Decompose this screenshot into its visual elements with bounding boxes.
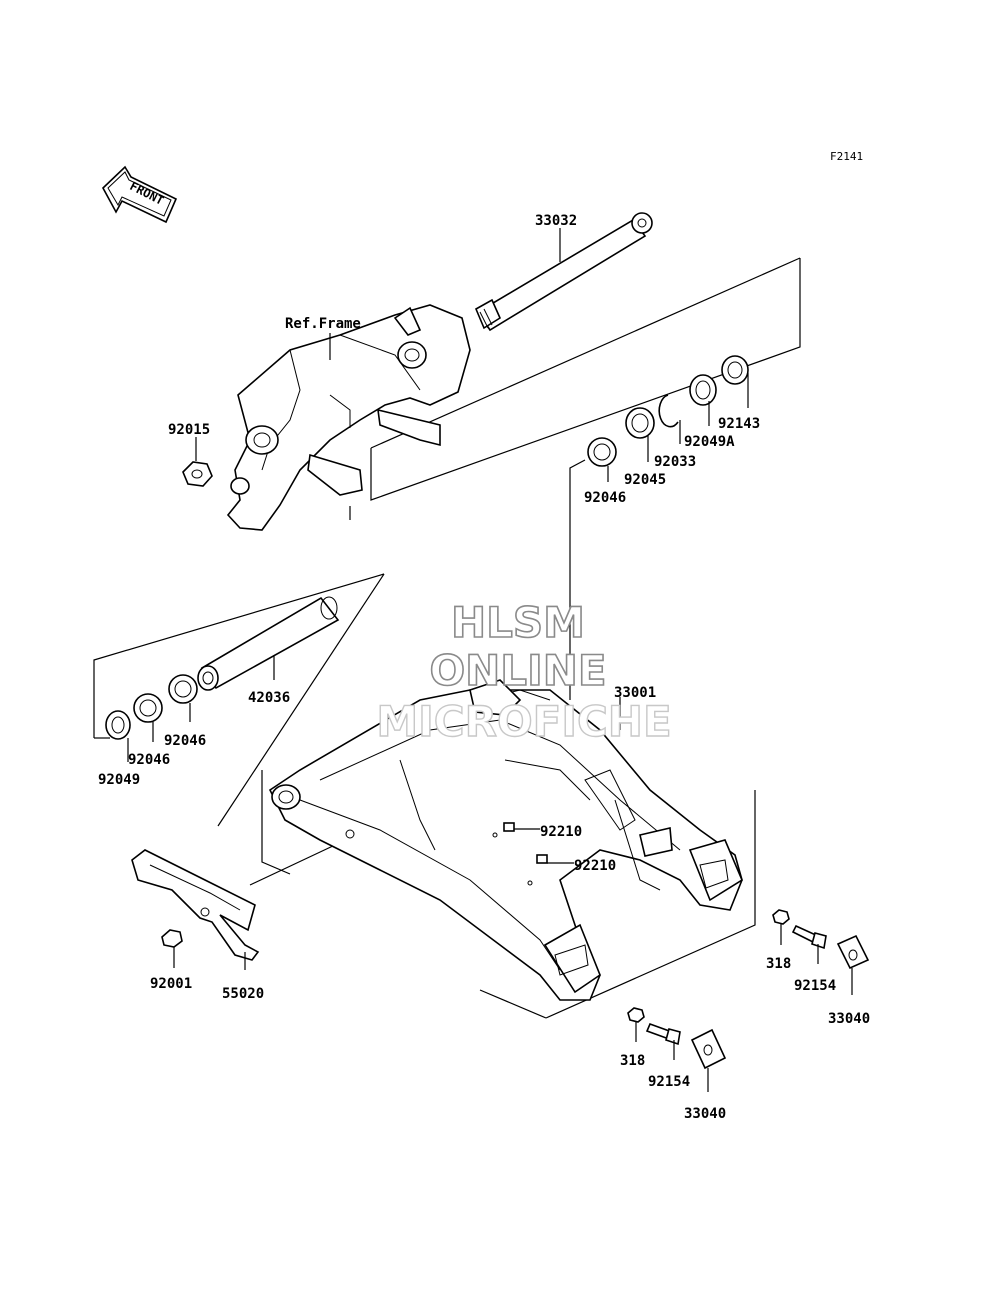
part-92001-label: 92001 <box>150 976 192 992</box>
circlip-92033 <box>658 394 679 428</box>
figure-code: F2141 <box>830 150 863 163</box>
swingarm-reference-lines <box>249 770 756 1019</box>
part-92046-a-label: 92046 <box>164 733 206 749</box>
part-92049A-label: 92049A <box>684 434 735 450</box>
part-92045-label: 92045 <box>624 472 666 488</box>
nut-92015 <box>182 461 213 487</box>
part-92154-bottom-label: 92154 <box>648 1074 690 1090</box>
part-92210-b-label: 92210 <box>574 858 616 874</box>
part-33032-label: 33032 <box>535 213 577 229</box>
part-92049-label: 92049 <box>98 772 140 788</box>
ref-line-bearing-to-swingarm <box>569 459 586 700</box>
part-55020-label: 55020 <box>222 986 264 1002</box>
watermark-line-1: HLSM <box>451 598 585 647</box>
bolt-92001 <box>161 929 183 948</box>
left-reference-lines <box>93 573 385 827</box>
frame-section <box>226 304 471 531</box>
adjuster-block-33040-right <box>836 934 870 970</box>
chain-guard-55020 <box>131 849 260 961</box>
bearing-92045 <box>625 407 655 439</box>
ref-frame-label: Ref.Frame <box>285 316 361 332</box>
nut-318-bottom <box>627 1007 645 1023</box>
needle-bearing-92046-b <box>133 693 163 723</box>
part-42036-label: 42036 <box>248 690 290 706</box>
needle-bearing-92046-top <box>587 437 617 467</box>
part-33040-right-label: 33040 <box>828 1011 870 1027</box>
upper-reference-frame-lines <box>349 257 801 520</box>
pivot-shaft-33032 <box>474 212 653 332</box>
seal-92049A <box>689 374 717 406</box>
part-92210-a-label: 92210 <box>540 824 582 840</box>
adjuster-block-33040-bottom <box>690 1028 727 1070</box>
part-92033-label: 92033 <box>654 454 696 470</box>
part-92143-label: 92143 <box>718 416 760 432</box>
watermark-line-3: MICROFICHE <box>376 697 671 746</box>
needle-bearing-92046-a <box>168 674 198 704</box>
seal-92049 <box>105 710 131 740</box>
watermark-line-2: ONLINE <box>429 646 606 695</box>
collar-tube-42036 <box>197 596 340 691</box>
part-92046-top-label: 92046 <box>584 490 626 506</box>
part-318-right-label: 318 <box>766 956 791 972</box>
part-33001-label: 33001 <box>614 685 656 701</box>
plug-92210-a <box>503 822 515 832</box>
plug-92210-b <box>536 854 548 864</box>
part-33040-bottom-label: 33040 <box>684 1106 726 1122</box>
nut-318-right <box>772 909 790 925</box>
collar-92143 <box>721 355 749 385</box>
swingarm-33001 <box>268 679 744 1001</box>
bolt-92154-right <box>791 924 827 950</box>
part-92154-right-label: 92154 <box>794 978 836 994</box>
part-92046-b-label: 92046 <box>128 752 170 768</box>
part-318-bottom-label: 318 <box>620 1053 645 1069</box>
bolt-92154-bottom <box>645 1022 681 1046</box>
front-arrow-icon: FRONT <box>102 165 178 224</box>
part-92015-label: 92015 <box>168 422 210 438</box>
